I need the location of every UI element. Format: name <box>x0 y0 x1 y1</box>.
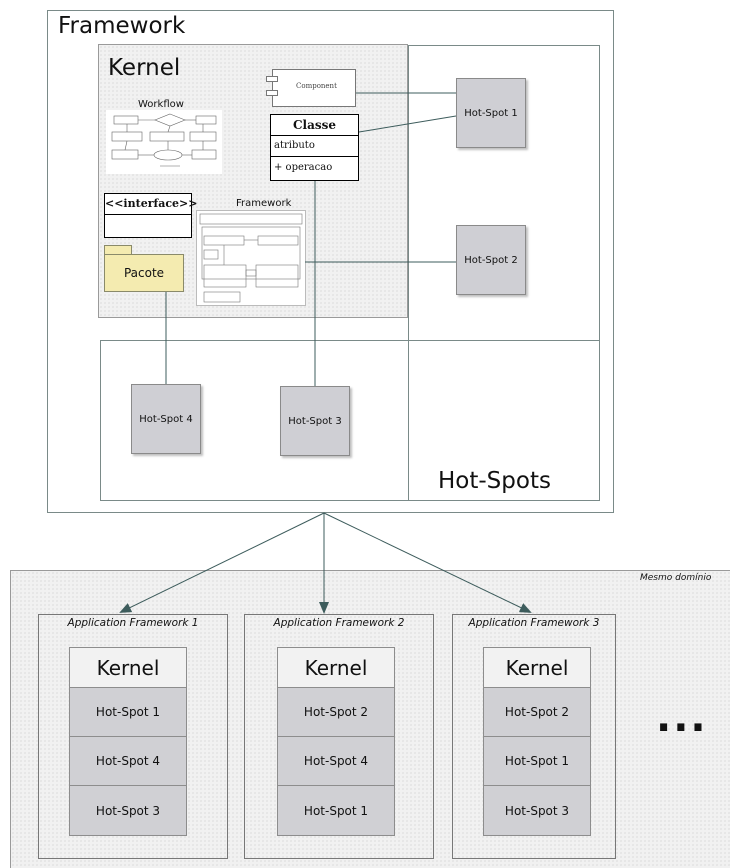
app-framework-2-title: Application Framework 2 <box>273 617 405 629</box>
hotspot-2-box: Hot-Spot 2 <box>456 225 526 295</box>
pacote-label: Pacote <box>123 266 165 280</box>
domain-label: Mesmo domínio <box>640 573 712 583</box>
component-box <box>272 69 356 107</box>
workflow-diagram <box>106 110 222 174</box>
more-ellipsis: ... <box>656 695 708 741</box>
workflow-label: Workflow <box>138 99 184 110</box>
app-framework-1: Application Framework 1 Kernel Hot-Spot … <box>38 614 228 859</box>
app-framework-3: Application Framework 3 Kernel Hot-Spot … <box>452 614 616 859</box>
app-1-kernel: Kernel <box>69 647 187 688</box>
workflow-sketch <box>111 113 217 167</box>
hotspot-1-box: Hot-Spot 1 <box>456 78 526 148</box>
hotspot-4-box: Hot-Spot 4 <box>131 384 201 454</box>
app-framework-1-title: Application Framework 1 <box>67 617 199 629</box>
inner-framework-sketch <box>199 213 303 303</box>
app-1-hotspot-a: Hot-Spot 1 <box>69 687 187 737</box>
classe-attribute: atributo <box>271 136 358 157</box>
pacote-box: Pacote <box>104 254 184 292</box>
classe-operation: + operacao <box>274 162 333 173</box>
component-tab-top <box>266 76 278 82</box>
app-3-hotspot-c: Hot-Spot 3 <box>483 785 591 836</box>
classe-box: Classe atributo + operacao <box>270 114 359 181</box>
app-framework-3-title: Application Framework 3 <box>468 617 600 629</box>
app-framework-2: Application Framework 2 Kernel Hot-Spot … <box>244 614 434 859</box>
app-3-hotspot-b: Hot-Spot 1 <box>483 736 591 786</box>
interface-box: <<interface>> <box>104 193 197 238</box>
hotspots-region-bottom <box>100 340 600 501</box>
hotspots-region-fill <box>409 341 599 343</box>
hotspot-3-box: Hot-Spot 3 <box>280 386 350 456</box>
inner-framework-diagram <box>196 210 306 306</box>
app-2-hotspot-a: Hot-Spot 2 <box>277 687 395 737</box>
framework-title: Framework <box>58 13 186 39</box>
classe-name: Classe <box>271 115 358 136</box>
interface-label: <<interface>> <box>105 194 197 215</box>
component-tab-bottom <box>266 90 278 96</box>
hotspots-title: Hot-Spots <box>438 468 551 494</box>
kernel-title: Kernel <box>108 55 181 81</box>
inner-framework-label: Framework <box>236 198 292 209</box>
component-label: Component <box>296 82 337 90</box>
app-2-hotspot-c: Hot-Spot 1 <box>277 785 395 836</box>
app-3-kernel: Kernel <box>483 647 591 688</box>
app-1-hotspot-c: Hot-Spot 3 <box>69 785 187 836</box>
app-1-hotspot-b: Hot-Spot 4 <box>69 736 187 786</box>
